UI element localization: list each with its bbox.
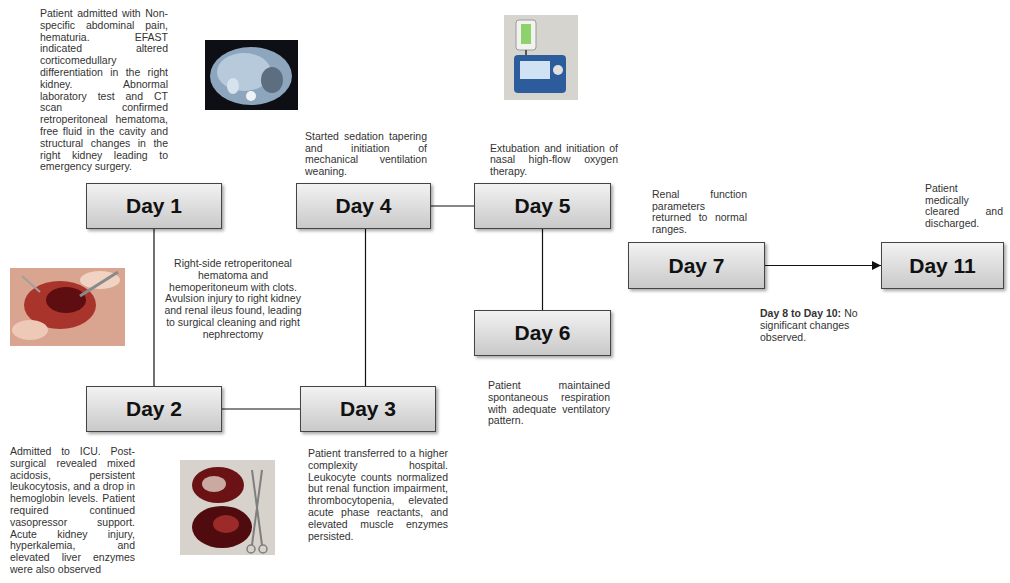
day-label: Day 2 [126, 397, 182, 421]
device-body [514, 55, 566, 93]
photo-background [504, 15, 578, 100]
surgery-photo [10, 268, 125, 346]
timeline-connector [542, 229, 543, 310]
kidney-photo [180, 460, 275, 555]
day-box: Day 5 [474, 183, 611, 229]
day-note: Day 8 to Day 10:No significant changes o… [760, 308, 878, 343]
instrument [80, 272, 118, 296]
day-box: Day 4 [296, 183, 431, 229]
day-label: Day 7 [668, 254, 724, 278]
day-note: Patient medically cleared and discharged… [925, 183, 1003, 230]
kidney-section [213, 515, 239, 533]
scissors-ring [259, 545, 267, 553]
ct-scan-image [205, 40, 298, 110]
day-label: Day 3 [340, 397, 396, 421]
scissors [252, 470, 262, 545]
clot [46, 287, 86, 313]
day-note: Right-side retroperitoneal hematoma and … [162, 258, 304, 341]
kidney-fragment [192, 506, 252, 548]
day-label: Day 1 [126, 194, 182, 218]
day-box: Day 11 [881, 242, 1004, 289]
note-text: Admitted to ICU. Post-surgical revealed … [10, 445, 135, 575]
flowmeter-tube [521, 24, 531, 44]
day-note: Extubation and initiation of nasal high-… [490, 143, 618, 178]
day-box: Day 3 [300, 386, 436, 432]
note-text: Extubation and initiation of nasal high-… [490, 142, 618, 178]
timeline-connector [431, 205, 474, 206]
day-note: Started sedation tapering and initiation… [305, 131, 427, 178]
instrument [22, 276, 40, 292]
kidney-fragment [192, 467, 244, 503]
timeline-connector [365, 229, 366, 386]
kidney-section [202, 476, 226, 492]
scissors [252, 470, 262, 545]
day-note: Patient admitted with Non-specific abdom… [40, 8, 168, 173]
day-label: Day 5 [514, 194, 570, 218]
ct-kidney [227, 78, 239, 94]
flowmeter [516, 20, 536, 50]
tube [525, 50, 527, 55]
device-screen [520, 61, 550, 79]
day-box: Day 6 [474, 310, 611, 356]
ventilator-photo [504, 15, 578, 100]
day-box: Day 7 [628, 242, 765, 289]
note-text: Patient medically cleared and discharged… [925, 182, 1003, 229]
photo-background [10, 268, 125, 346]
note-text: Right-side retroperitoneal hematoma and … [164, 257, 301, 340]
photo-background [180, 460, 275, 555]
note-text: Patient maintained spontaneous respirati… [488, 379, 610, 426]
timeline-connector [153, 229, 154, 386]
day-note: Renal function parameters returned to no… [652, 189, 747, 236]
device-knob [553, 65, 563, 75]
day-note: Patient transferred to a higher complexi… [308, 448, 448, 542]
skin [12, 320, 48, 340]
ct-spine [246, 91, 256, 101]
day-note: Patient maintained spontaneous respirati… [488, 380, 610, 427]
scissors-ring [247, 545, 255, 553]
note-text: Renal function parameters returned to no… [652, 188, 747, 235]
note-text: Patient admitted with Non-specific abdom… [40, 7, 168, 172]
day-label: Day 6 [514, 321, 570, 345]
timeline-connector [765, 265, 881, 266]
ct-body [210, 47, 292, 105]
day-label: Day 4 [335, 194, 391, 218]
note-text: Day 8 to Day 10: [760, 307, 841, 319]
note-text: Patient transferred to a higher complexi… [308, 447, 448, 542]
day-note: Admitted to ICU. Post-surgical revealed … [10, 446, 135, 576]
timeline-connector [222, 408, 300, 409]
ct-background [205, 40, 298, 110]
day-box: Day 2 [86, 386, 222, 432]
ct-hematoma [261, 67, 283, 93]
day-label: Day 11 [909, 254, 976, 278]
day-box: Day 1 [86, 183, 222, 229]
note-text: Started sedation tapering and initiation… [305, 130, 427, 177]
